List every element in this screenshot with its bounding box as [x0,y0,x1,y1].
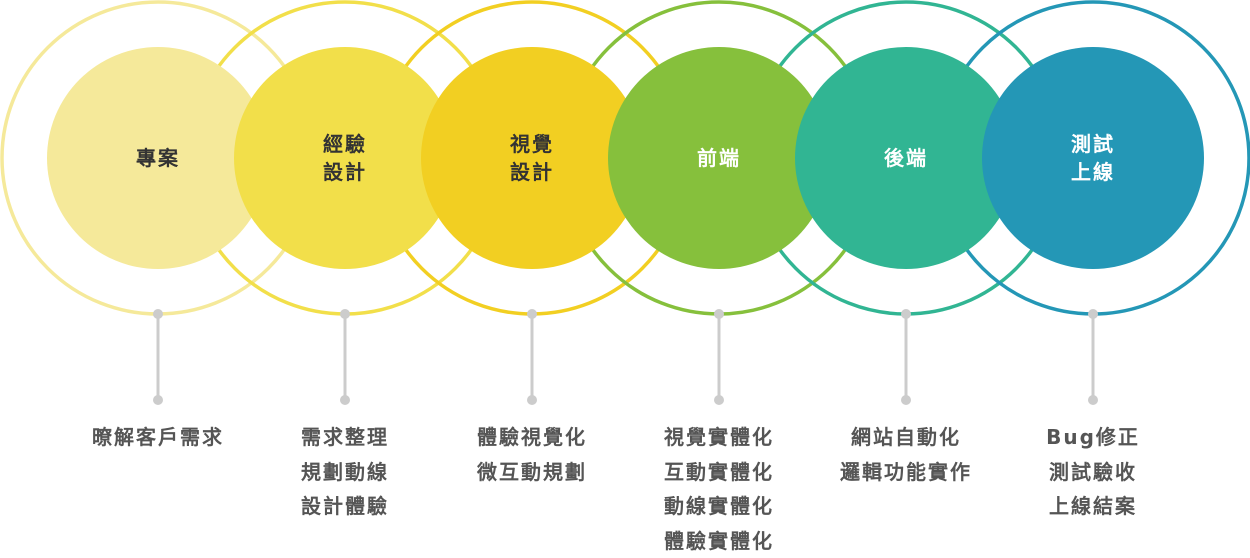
stage-title-line: 經驗 [275,131,415,159]
stage-title-line: 設計 [275,159,415,187]
stage-description: 視覺實體化互動實體化動線實體化體驗實體化 [624,420,814,558]
description-item: 測試驗收 [998,455,1188,490]
connector-dot [153,395,163,405]
stage-description: 需求整理規劃動線設計體驗 [250,420,440,524]
stage-description: 網站自動化邏輯功能實作 [811,420,1001,489]
stage-title-line: 設計 [462,159,602,187]
description-item: 暸解客戶需求 [63,420,253,455]
stage-title-line: 前端 [649,145,789,173]
connector-dot [527,309,537,319]
stage-description: Bug修正測試驗收上線結案 [998,420,1188,524]
stage-title-line: 上線 [1023,159,1163,187]
description-item: 邏輯功能實作 [811,455,1001,490]
stage-description: 體驗視覺化微互動規劃 [437,420,627,489]
connector-dot [1088,309,1098,319]
description-item: 體驗視覺化 [437,420,627,455]
description-item: 需求整理 [250,420,440,455]
stage-title-line: 專案 [88,145,228,173]
stage-title-line: 測試 [1023,131,1163,159]
connector-dot [1088,395,1098,405]
stage-title-line: 視覺 [462,131,602,159]
connector-dot [714,309,724,319]
stage-title: 前端 [649,145,789,173]
stage-title: 測試上線 [1023,131,1163,186]
stage-title: 專案 [88,145,228,173]
description-item: 上線結案 [998,489,1188,524]
description-item: 規劃動線 [250,455,440,490]
stage-title: 視覺設計 [462,131,602,186]
description-item: 設計體驗 [250,489,440,524]
connector-dot [340,309,350,319]
stage-title: 後端 [836,145,976,173]
stage-title-line: 後端 [836,145,976,173]
connector-dot [153,309,163,319]
connectors [153,309,1098,405]
description-item: 微互動規劃 [437,455,627,490]
stage-description: 暸解客戶需求 [63,420,253,455]
description-item: 網站自動化 [811,420,1001,455]
connector-dot [714,395,724,405]
description-item: 體驗實體化 [624,524,814,558]
description-item: Bug修正 [998,420,1188,455]
connector-dot [901,395,911,405]
connector-dot [340,395,350,405]
description-item: 互動實體化 [624,455,814,490]
connector-dot [527,395,537,405]
description-item: 動線實體化 [624,489,814,524]
connector-dot [901,309,911,319]
stage-title: 經驗設計 [275,131,415,186]
description-item: 視覺實體化 [624,420,814,455]
